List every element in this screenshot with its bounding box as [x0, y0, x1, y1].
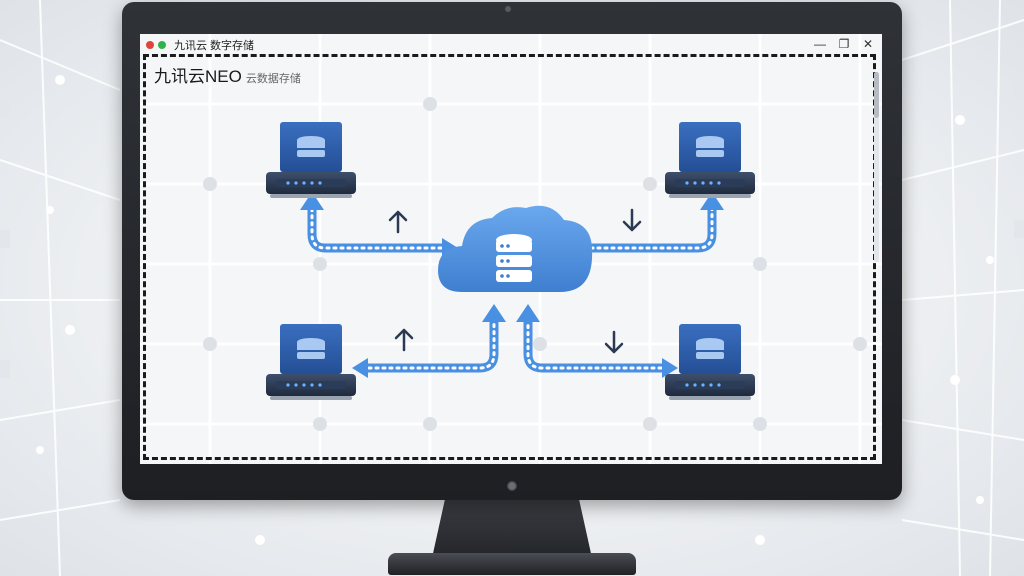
cloud-database-icon[interactable]	[438, 205, 593, 292]
window-titlebar[interactable]: 九讯云 数字存储 — ❐ ✕	[140, 34, 882, 56]
arrowhead-top-left	[300, 192, 324, 210]
brand-name: 九讯云NEO	[154, 67, 242, 86]
up-arrow-icon	[394, 328, 414, 352]
brand-header: 九讯云NEO 云数据存储	[154, 62, 301, 87]
brand-subtitle: 云数据存储	[245, 73, 301, 85]
vertical-scrollbar[interactable]	[874, 72, 879, 262]
power-button[interactable]	[507, 481, 517, 491]
cloud-sync-diagram	[266, 122, 755, 400]
window-title: 九讯云 数字存储	[174, 40, 255, 52]
server-laptop-icon[interactable]	[266, 324, 356, 400]
connector-bottom-right	[523, 309, 673, 373]
monitor-stand-base	[388, 553, 636, 575]
monitor-stand-neck	[432, 500, 592, 558]
restore-button[interactable]: ❐	[838, 37, 850, 51]
connector-bottom-left	[357, 309, 499, 373]
arrowhead-bottom-left	[482, 304, 506, 322]
arrowhead-bottom-right	[516, 304, 540, 322]
app-window: 九讯云 数字存储 — ❐ ✕ 九讯云NEO 云数据存储	[140, 34, 882, 464]
webcam-icon	[505, 6, 511, 12]
server-laptop-icon[interactable]	[266, 122, 356, 198]
window-controls: — ❐ ✕	[814, 37, 874, 51]
maximize-dot-icon[interactable]	[158, 41, 166, 49]
connector-top-left	[307, 197, 453, 253]
connector-top-right	[579, 197, 717, 253]
up-arrow-icon	[388, 210, 408, 234]
close-dot-icon[interactable]	[146, 41, 154, 49]
minimize-button[interactable]: —	[814, 37, 826, 51]
down-arrow-icon	[622, 208, 642, 232]
arrowhead-out-right	[662, 358, 678, 378]
arrowhead-top-right	[700, 192, 724, 210]
server-laptop-icon[interactable]	[665, 122, 755, 198]
server-laptop-icon[interactable]	[665, 324, 755, 400]
down-arrow-icon	[604, 330, 624, 354]
scrollbar-thumb[interactable]	[874, 72, 879, 118]
arrowhead-out-left	[352, 358, 368, 378]
close-button[interactable]: ✕	[862, 37, 874, 51]
